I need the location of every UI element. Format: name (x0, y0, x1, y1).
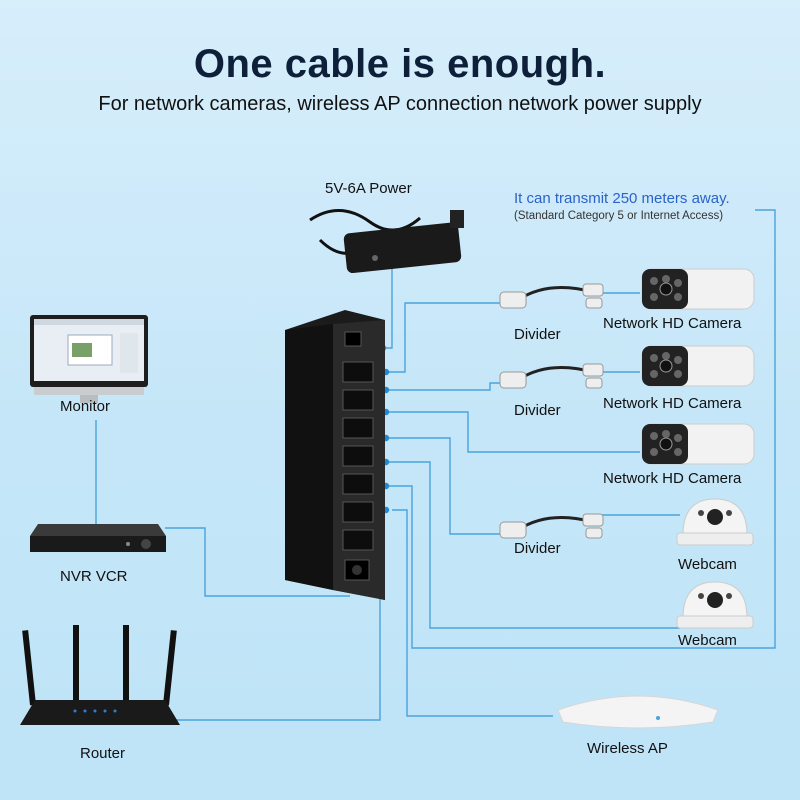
camera-label-1: Network HD Camera (603, 315, 742, 332)
dome-camera-icon (676, 498, 754, 546)
bullet-camera-icon (641, 423, 755, 465)
divider-icon (499, 363, 604, 389)
wire-webcam-2 (386, 461, 680, 629)
monitor-label: Monitor (60, 398, 111, 415)
divider-icon (499, 513, 604, 539)
cable-note: (Standard Category 5 or Internet Access) (514, 210, 724, 222)
page-title: One cable is enough. (193, 42, 607, 86)
wire-ap (392, 509, 553, 717)
divider-icon (499, 283, 604, 309)
bullet-camera-icon (641, 345, 755, 387)
nvr-label: NVR VCR (60, 568, 128, 585)
webcam-label-1: Webcam (678, 556, 737, 573)
page-subtitle: For network cameras, wireless AP connect… (98, 93, 702, 115)
power-adapter-icon (309, 209, 464, 274)
divider-label-2: Divider (514, 402, 561, 419)
power-label: 5V-6A Power (325, 180, 412, 197)
camera-label-3: Network HD Camera (603, 470, 742, 487)
wire-camera-3 (386, 411, 640, 453)
router-icon (20, 625, 180, 725)
wire-divider-2 (386, 382, 505, 391)
divider-label-3: Divider (514, 540, 561, 557)
wire-divider-3 (386, 437, 505, 535)
wire-divider-1 (386, 302, 505, 373)
router-label: Router (80, 745, 126, 762)
monitor-icon (30, 315, 148, 403)
nvr-icon (30, 524, 166, 552)
camera-label-2: Network HD Camera (603, 395, 742, 412)
wire-distance-line (386, 209, 776, 649)
wireless-ap-icon (557, 695, 719, 729)
dome-camera-icon (676, 581, 754, 629)
webcam-label-2: Webcam (678, 632, 737, 649)
wireless-ap-label: Wireless AP (587, 740, 668, 757)
divider-label-1: Divider (514, 326, 561, 343)
distance-note: It can transmit 250 meters away. (514, 190, 730, 207)
wire-nvr-switch (165, 527, 350, 597)
poe-switch-icon (285, 310, 385, 600)
bullet-camera-icon (641, 268, 755, 310)
